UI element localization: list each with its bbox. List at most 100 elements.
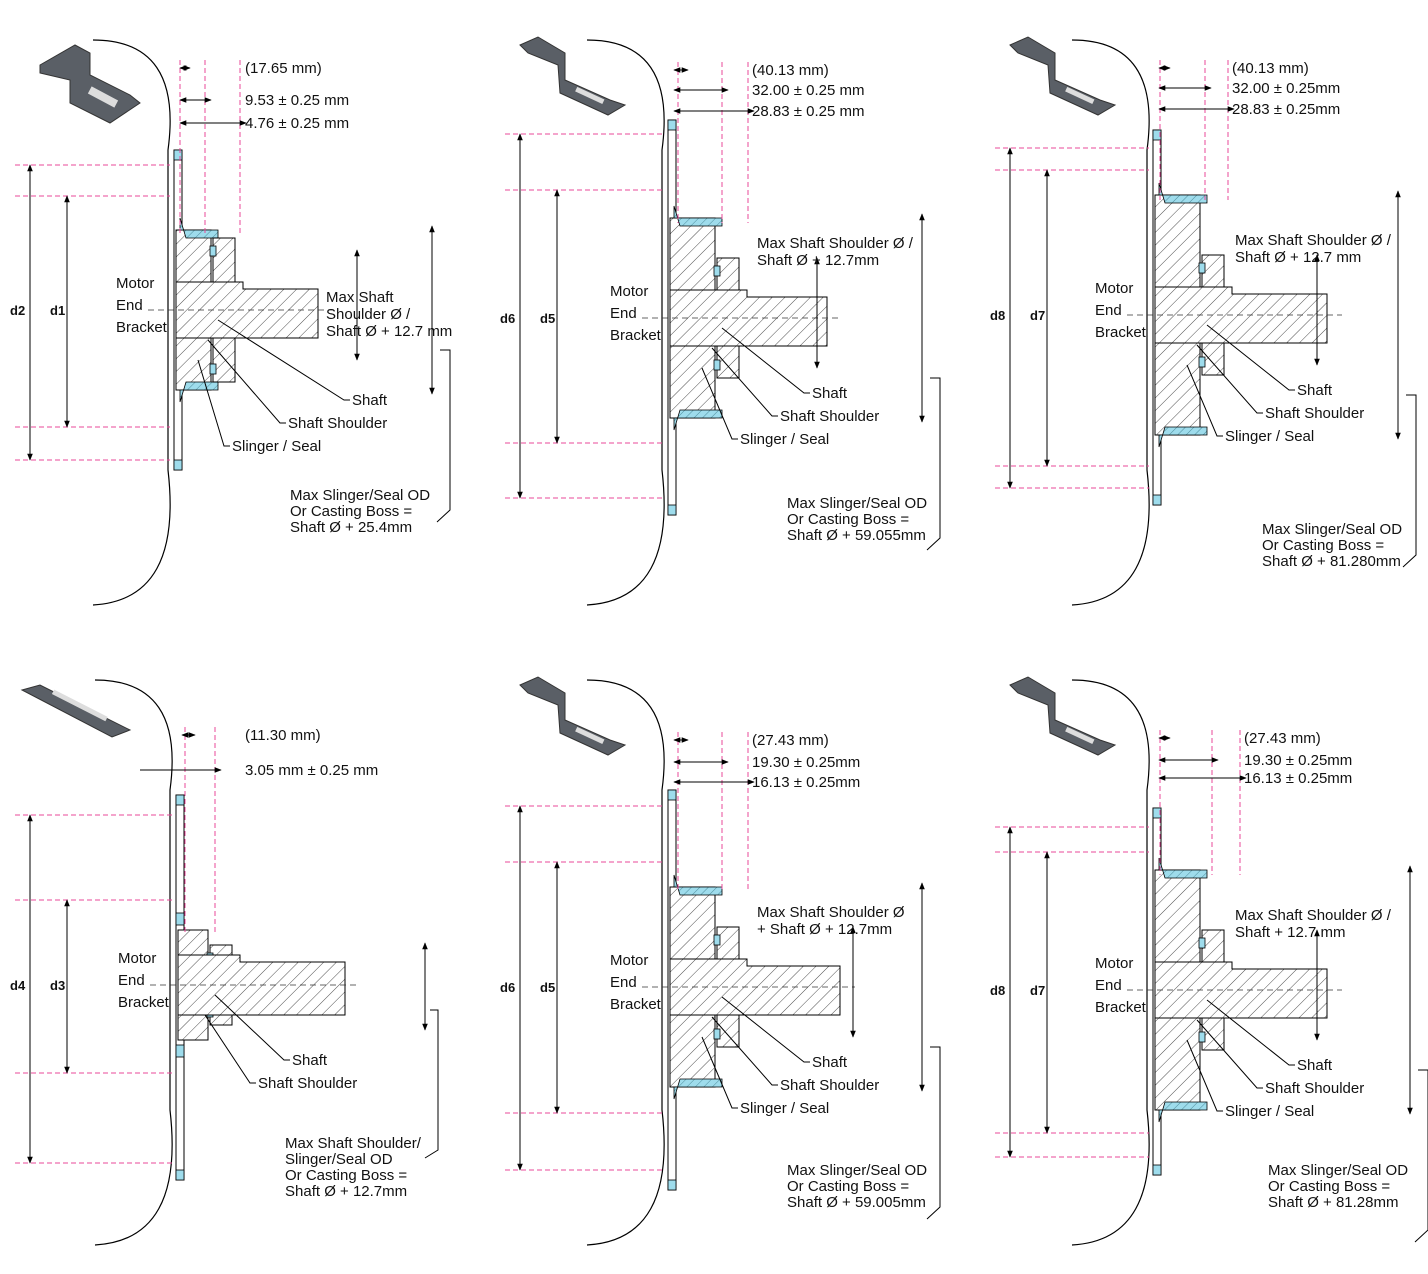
bracket-body [1009,36,1117,116]
plate-tab-bottom [667,504,677,516]
slinger-seal-top [1158,182,1208,204]
shoulder-note: Max Shaft Shoulder Ø+ Shaft Ø + 12.7mm [757,904,905,938]
dimension-label: (17.65 mm) [245,60,322,77]
dimension-label: 19.30 ± 0.25mm [1244,752,1352,769]
shoulder-note: Max Shaft Shoulder Ø /Shaft Ø + 12.7mm [757,235,914,269]
dimension-label: (11.30 mm) [245,727,321,744]
callout-leader [711,1016,778,1086]
callout-slinger-seal: Slinger / Seal [232,438,321,455]
dimension-label: 28.83 ± 0.25mm [1232,101,1340,118]
flat-bracket-thumbnail [20,684,132,738]
motor-housing-outline [92,39,171,606]
callout-leader [721,996,810,1063]
callout-shaft: Shaft [292,1052,328,1069]
panel-1: (17.65 mm)9.53 ± 0.25 mm4.76 ± 0.25 mmd2… [10,39,452,606]
dimension-label: 4.76 ± 0.25 mm [245,115,349,132]
callout-slinger-seal: Slinger / Seal [1225,1103,1314,1120]
bracket-body [519,676,627,756]
inner-diameter-label: d5 [540,311,555,326]
motor-housing-outline [94,679,173,1246]
dimension-label: (40.13 mm) [752,62,829,79]
bracket-slot [51,689,108,722]
seal-od-leader [926,377,941,551]
shoulder-seal-top [1198,937,1206,949]
callout-shaft: Shaft [812,385,848,402]
plate-tab-bottom [1152,1164,1162,1176]
outer-diameter-label: d4 [10,978,26,993]
z-bracket-thumbnail [1009,36,1117,116]
shoulder-seal-bottom [1198,356,1206,368]
callout-leader [701,1036,738,1109]
shoulder-note: Max Shaft Shoulder Ø /Shaft + 12.7 mm [1235,907,1392,941]
slinger-seal-top [673,205,723,227]
bracket-slot [575,726,605,745]
dimension-label: (27.43 mm) [752,732,829,749]
callout-shaft-shoulder: Shaft Shoulder [258,1075,357,1092]
seal-od-leader [1402,394,1417,568]
callout-leader [217,319,350,401]
shoulder-seal-top [1198,262,1206,274]
dimension-label: (40.13 mm) [1232,60,1309,77]
dimension-label: 3.05 mm ± 0.25 mm [245,762,378,779]
callout-shaft-shoulder: Shaft Shoulder [288,415,387,432]
callout-leader [711,347,778,417]
callout-slinger-seal: Slinger / Seal [1225,428,1314,445]
callout-shaft-shoulder: Shaft Shoulder [1265,405,1364,422]
callout-shaft-shoulder: Shaft Shoulder [780,1077,879,1094]
inner-diameter-label: d7 [1030,983,1045,998]
slinger-seal-bottom [179,381,219,403]
plate-tab-top [175,794,185,806]
slinger-seal-top [1158,857,1208,879]
bracket-body [519,36,627,116]
plate-tab-top [1152,129,1162,141]
dimension-label: 28.83 ± 0.25 mm [752,103,864,120]
inner-diameter-label: d3 [50,978,65,993]
callout-shaft-shoulder: Shaft Shoulder [780,408,879,425]
slinger-seal-bottom [1158,426,1208,448]
inner-diameter-label: d1 [50,303,65,318]
dimension-label: 19.30 ± 0.25mm [752,754,860,771]
shoulder-seal-bottom [1198,1031,1206,1043]
dimension-label: 9.53 ± 0.25 mm [245,92,349,109]
dimension-label: (27.43 mm) [1244,730,1321,747]
z-bracket-thumbnail [519,676,627,756]
shoulder-seal-bottom [209,363,217,375]
callout-leader [1196,344,1263,414]
callout-leader [1196,1019,1263,1089]
plate-tab-bottom [1152,494,1162,506]
z-bracket-thumbnail [1009,676,1117,756]
outer-diameter-label: d6 [500,980,515,995]
shoulder-seal-top [713,265,721,277]
shoulder-seal-bottom [713,359,721,371]
slinger-seal-bottom [673,1078,723,1100]
bracket-slot [1065,86,1095,105]
shoulder-note: Max Shaft Shoulder Ø /Shaft Ø + 12.7 mm [1235,232,1392,266]
dimension-label: 16.13 ± 0.25mm [752,774,860,791]
short-bent-bracket-thumbnail [39,44,141,124]
bracket-slot [575,86,605,105]
motor-housing-outline [1071,679,1150,1246]
plate-tab-top [173,149,183,161]
callout-shaft-shoulder: Shaft Shoulder [1265,1080,1364,1097]
callout-shaft: Shaft [1297,382,1333,399]
callout-leader [1186,364,1223,437]
bracket-slot [1065,726,1095,745]
motor-housing-outline [586,39,665,606]
callout-leader [1186,1039,1223,1112]
callout-shaft: Shaft [812,1054,848,1071]
callout-leader [1206,324,1295,391]
plate-tab-bottom [175,1169,185,1181]
inner-diameter-label: d5 [540,980,555,995]
seal-top [175,912,185,926]
